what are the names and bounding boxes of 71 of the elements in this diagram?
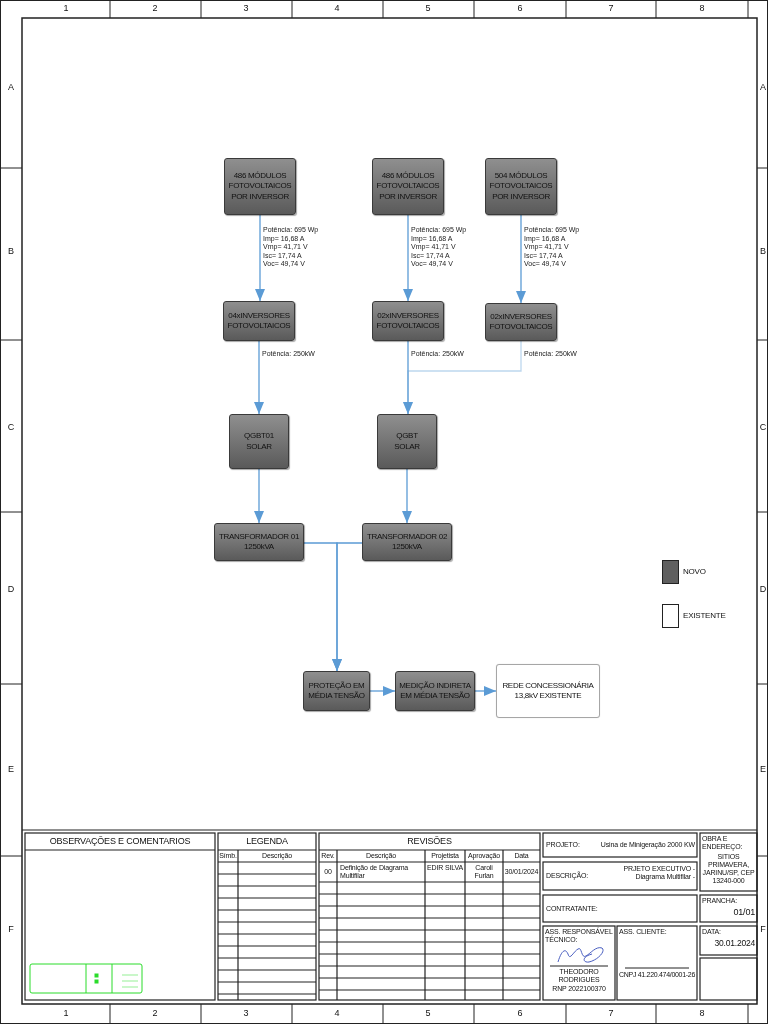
- process-box: [496, 664, 600, 718]
- grid-reference: 5: [424, 1008, 432, 1019]
- grid-reference: E: [759, 764, 767, 775]
- node-label: QGBT01 SOLAR: [243, 431, 275, 452]
- grid-reference: 6: [516, 3, 524, 14]
- node-label: MEDIÇÃO INDIRETA EM MÉDIA TENSÃO: [399, 680, 471, 702]
- process-box: [214, 523, 304, 561]
- field-value: 01/01: [732, 907, 755, 918]
- field-value: 30.01.2024: [713, 939, 755, 949]
- process-box: [395, 671, 475, 711]
- grid-reference: C: [6, 422, 16, 433]
- grid-reference: 1: [62, 1008, 70, 1019]
- grid-reference: A: [759, 82, 767, 93]
- process-box: [224, 158, 296, 215]
- node-label: 04xINVERSORES FOTOVOLTAICOS: [227, 310, 291, 332]
- section-heading: REVISÕES: [406, 836, 453, 847]
- node-label: 504 MÓDULOS FOTOVOLTAICOS POR INVERSOR: [489, 170, 553, 203]
- grid-reference: B: [7, 246, 15, 257]
- node-label: REDE CONCESSIONÁRIA 13,8kV EXISTENTE: [501, 680, 595, 702]
- process-box: [362, 523, 452, 561]
- connector-arrow: [254, 468, 264, 524]
- connector-arrow: [403, 214, 413, 302]
- process-box: [372, 158, 444, 215]
- grid-reference: 8: [698, 1008, 706, 1019]
- section-heading: OBSERVAÇÕES E COMENTARIOS: [48, 836, 192, 847]
- grid-reference: D: [6, 584, 16, 595]
- connector-arrow: [369, 686, 396, 696]
- node-label: TRANSFORMADOR 01 1250kVA: [218, 531, 300, 553]
- legend-label: EXISTENTE: [683, 611, 726, 622]
- process-box: [223, 301, 295, 341]
- grid-reference: A: [7, 82, 15, 93]
- connector-arrow: [516, 214, 526, 304]
- grid-reference: E: [7, 764, 15, 775]
- connector-arrow: [403, 340, 413, 415]
- node-label: 486 MÓDULOS FOTOVOLTAICOS POR INVERSOR: [228, 170, 292, 203]
- process-box: [229, 414, 289, 469]
- grid-reference: 3: [242, 1008, 250, 1019]
- connector-arrow: [254, 340, 264, 415]
- grid-reference: 1: [62, 3, 70, 14]
- node-label: TRANSFORMADOR 02 1250kVA: [366, 531, 448, 553]
- connector-arrow: [402, 468, 412, 524]
- grid-reference: B: [759, 246, 767, 257]
- connector-arrow: [474, 686, 497, 696]
- node-label: 486 MÓDULOS FOTOVOLTAICOS POR INVERSOR: [376, 170, 440, 203]
- node-label: PROTEÇÃO EM MÉDIA TENSÃO: [307, 680, 366, 702]
- node-label: 02xINVERSORES FOTOVOLTAICOS: [376, 310, 440, 332]
- grid-reference: 4: [333, 3, 341, 14]
- grid-reference: 7: [607, 1008, 615, 1019]
- node-label: 02xINVERSORES FOTOVOLTAICOS: [489, 311, 553, 333]
- grid-reference: 2: [151, 3, 159, 14]
- node-label: QGBT SOLAR: [393, 431, 421, 452]
- grid-reference: 7: [607, 3, 615, 14]
- connector-arrow: [332, 542, 363, 672]
- process-box: [377, 414, 437, 469]
- legend-label: NOVO: [683, 567, 706, 578]
- process-box: [485, 303, 557, 341]
- grid-reference: 3: [242, 3, 250, 14]
- grid-reference: 8: [698, 3, 706, 14]
- process-box: [303, 671, 370, 711]
- connector-arrow: [255, 214, 265, 302]
- grid-reference: F: [759, 924, 767, 935]
- process-box: [485, 158, 557, 215]
- grid-reference: C: [758, 422, 768, 433]
- process-box: [372, 301, 444, 341]
- grid-reference: 5: [424, 3, 432, 14]
- grid-reference: D: [758, 584, 768, 595]
- grid-reference: F: [7, 924, 15, 935]
- grid-reference: 4: [333, 1008, 341, 1019]
- section-heading: LEGENDA: [245, 836, 289, 847]
- grid-reference: 6: [516, 1008, 524, 1019]
- grid-reference: 2: [151, 1008, 159, 1019]
